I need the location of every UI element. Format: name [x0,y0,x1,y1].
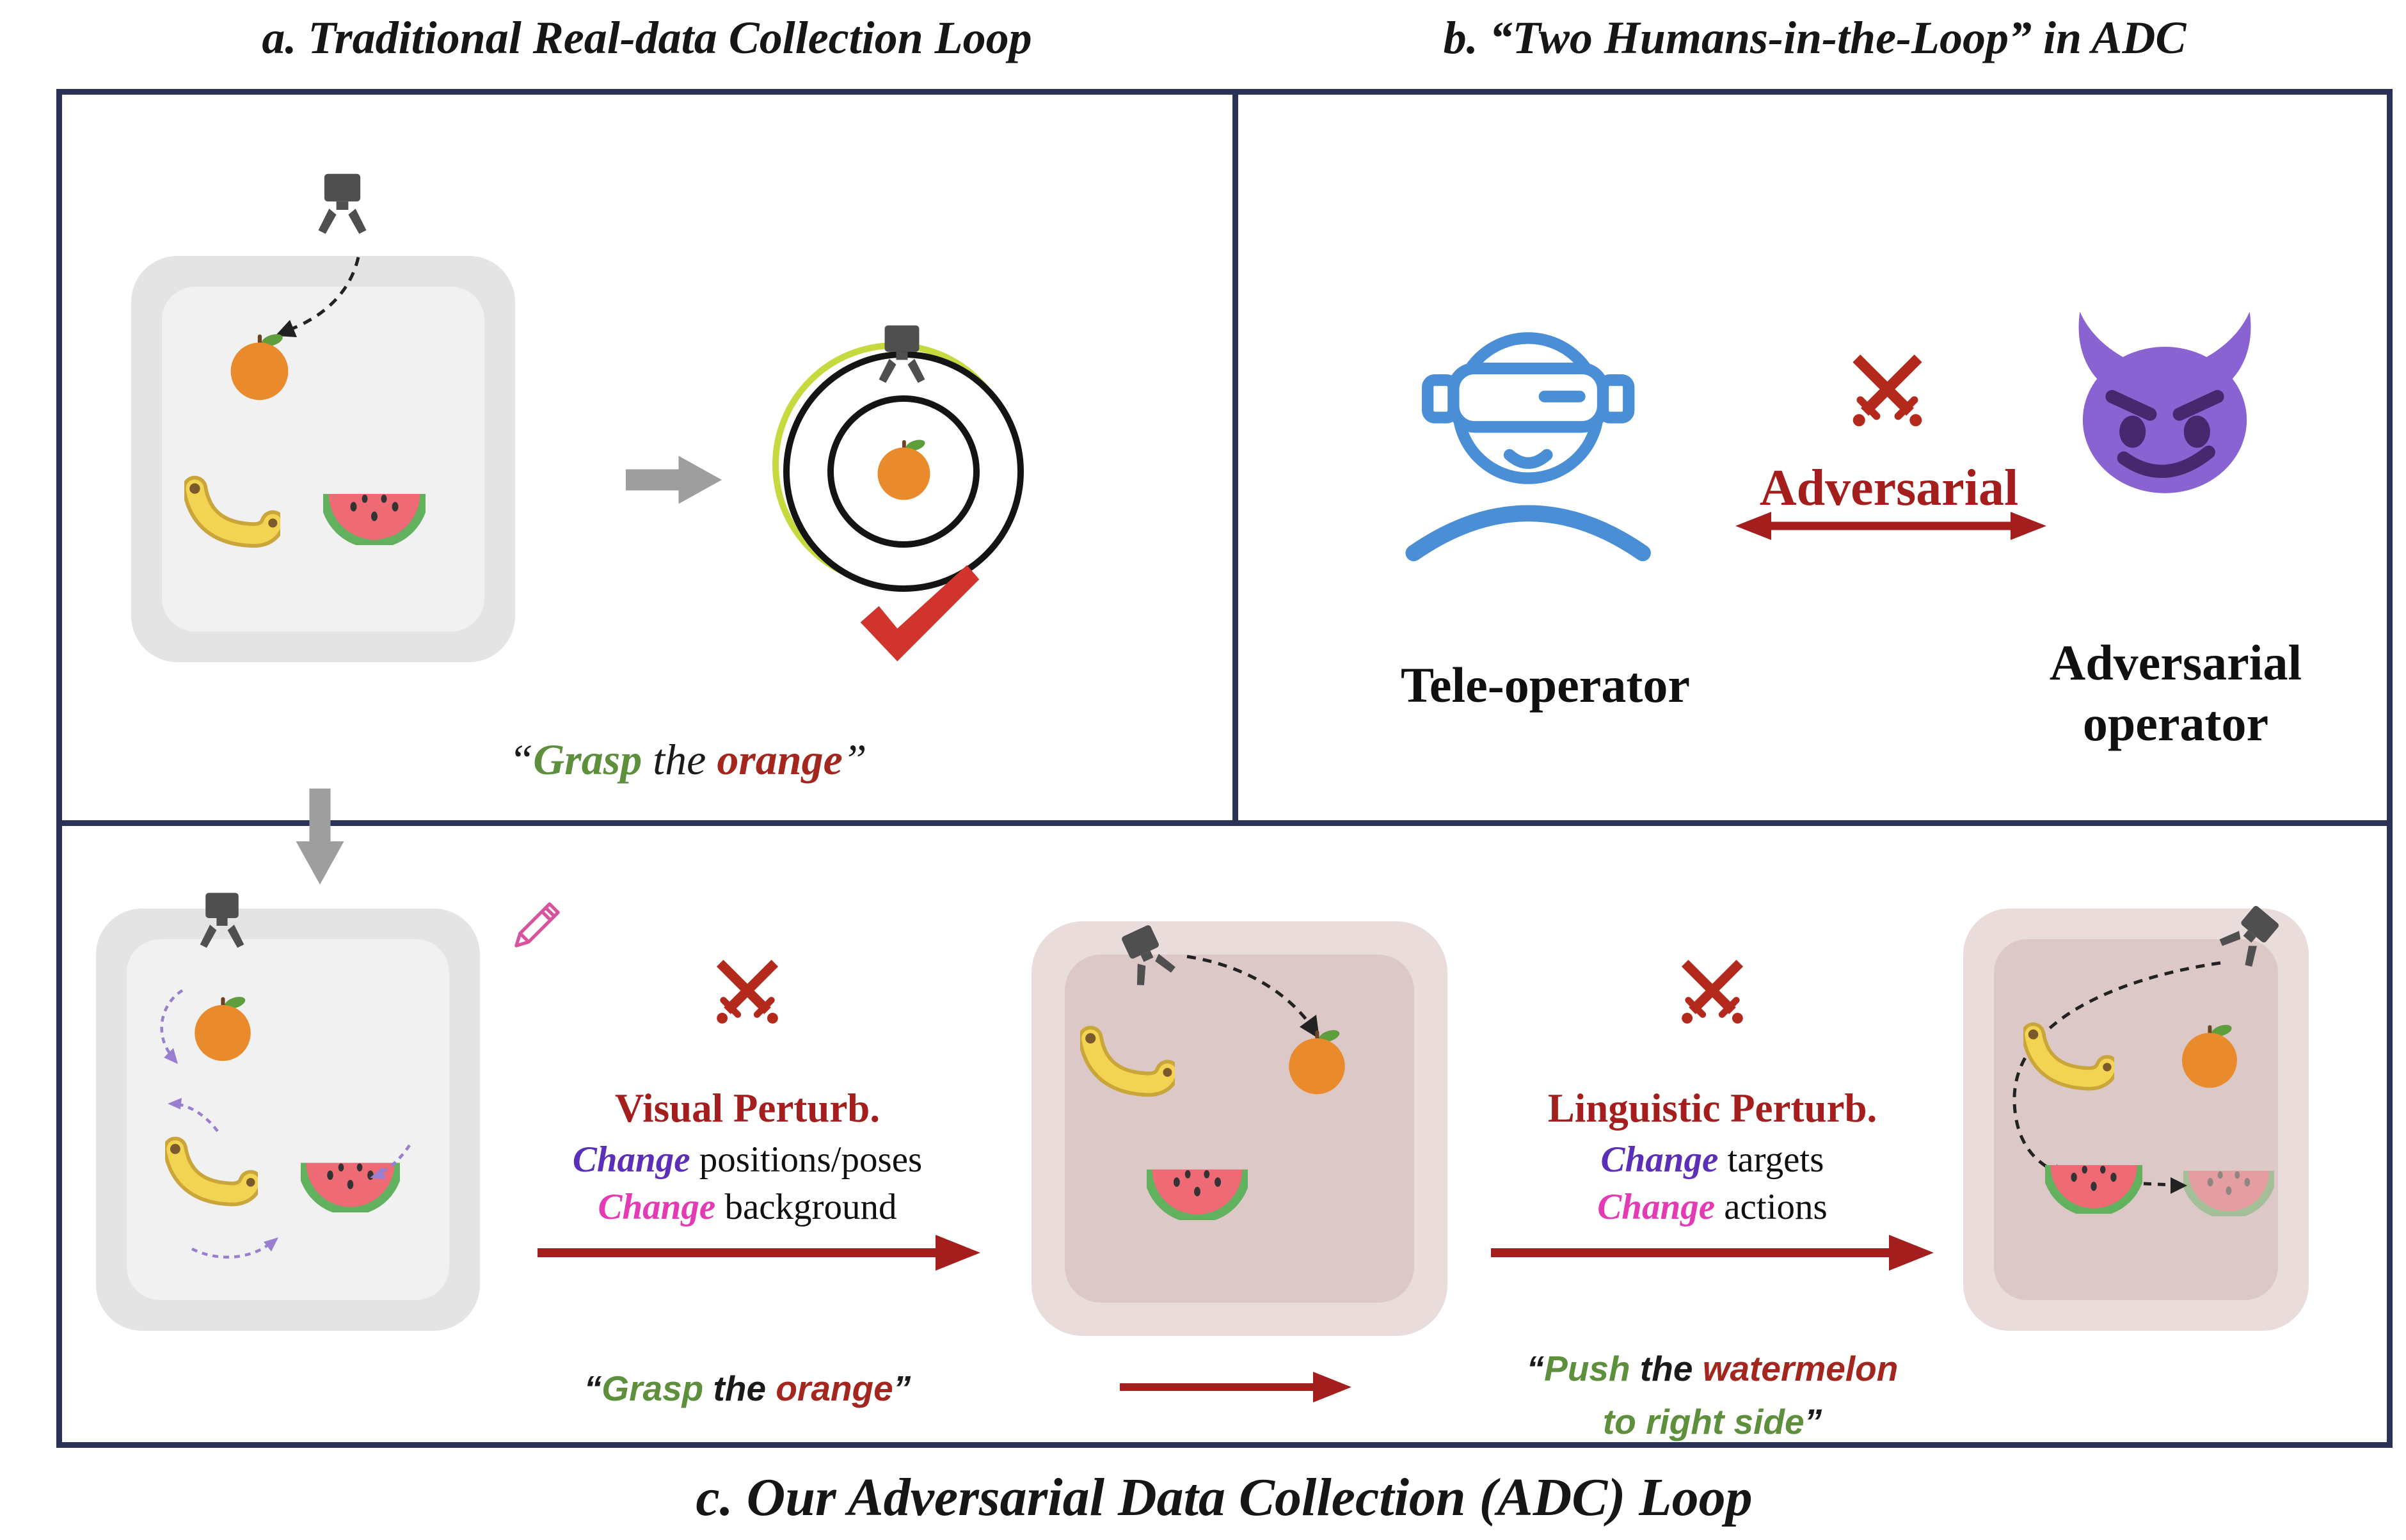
quote-close: ” [1804,1401,1822,1441]
approach-dashed-arrow [275,257,360,337]
change-word: Change [1597,1187,1716,1227]
approach-dashed-arrow [1186,955,1319,1039]
crossed-swords-icon [1853,362,1922,426]
tray-visually-perturbed [1032,921,1447,1336]
change-word: Change [598,1187,716,1227]
panel-divider-vertical [1232,89,1238,826]
linguistic-perturb-line1: Change targets [1601,1139,1824,1180]
instruction-verb: Grasp [533,735,642,784]
quote-close: ” [893,1369,911,1408]
quote-close: ” [842,735,867,784]
panel-a-title: a. Traditional Real-data Collection Loop [262,12,1032,63]
adversarial-operator-label: Adversarial operator [2050,632,2302,754]
tray-linguistically-perturbed [1963,909,2309,1331]
panel-divider-horizontal [56,820,2393,826]
instruction-after-line1: “Push the watermelon [1527,1342,1899,1395]
instruction-flow-arrow [1120,1372,1351,1402]
change-rest: background [715,1187,897,1227]
instruction-mid: the [1630,1349,1703,1388]
adversarial-label: Adversarial [1759,460,2019,516]
visual-perturb-arrow [538,1235,980,1271]
change-word: Change [572,1139,690,1180]
panel-a-graphics [131,173,1024,885]
push-offset-dashed-arrow [2143,1177,2187,1194]
instruction-verb: Grasp [602,1369,704,1408]
crossed-swords-icon [1682,967,1743,1024]
figure-frame [56,89,2393,1448]
teleoperator-label: Tele-operator [1401,657,1690,713]
adversarial-operator-line2: operator [2082,695,2269,752]
devil-icon [2079,312,2251,493]
instruction-after-line2: to right side” [1527,1395,1899,1449]
panel-b-title: b. “Two Humans-in-the-Loop” in ADC [1443,12,2187,63]
instruction-object: orange [717,735,843,784]
right-flow-arrow-icon [626,456,722,504]
instruction-object: orange [776,1369,893,1408]
visual-perturb-heading: Visual Perturb. [614,1086,880,1131]
quote-open: “ [584,1369,602,1408]
panel-b-graphics [1414,312,2251,553]
instruction-before-text: “Grasp the orange” [584,1368,911,1409]
instruction-object: watermelon [1702,1349,1899,1388]
instruction-verb: Push [1544,1349,1630,1388]
instruction-mid: the [703,1369,776,1408]
edit-pencil-icon [516,904,558,946]
down-flow-arrow-icon [296,788,344,885]
change-rest: positions/poses [690,1139,923,1180]
perturbation-dashed-arrows [160,989,411,1259]
adversarial-double-arrow [1735,512,2046,540]
perturbation-arrowheads [164,1048,385,1251]
quote-open: “ [509,735,534,784]
linguistic-perturb-arrow [1491,1235,1934,1271]
instruction-after-text: “Push the watermelon to right side” [1527,1342,1899,1448]
panel-c-title: c. Our Adversarial Data Collection (ADC)… [696,1468,1753,1527]
tray-original [96,909,480,1331]
change-rest: actions [1715,1187,1828,1227]
linguistic-perturb-heading: Linguistic Perturb. [1547,1086,1877,1131]
quote-open: “ [1526,1349,1545,1388]
panel-c-graphics [96,893,2309,1402]
instruction-mid: the [642,735,717,784]
change-word: Change [1600,1139,1719,1180]
crossed-swords-icon [717,967,778,1024]
tray-a [131,256,515,662]
adversarial-operator-line1: Adversarial [2049,635,2302,690]
gripper-icon [318,173,367,234]
visual-perturb-line1: Change positions/poses [573,1139,922,1180]
instruction-tail: to right side [1602,1401,1804,1441]
change-rest: targets [1718,1139,1824,1180]
linguistic-perturb-line2: Change actions [1597,1186,1827,1228]
teleoperator-vr-icon [1414,338,1643,553]
visual-perturb-line2: Change background [598,1186,896,1228]
instruction-text-a: “Grasp the orange” [509,734,866,785]
camera-target-view [772,325,1024,592]
